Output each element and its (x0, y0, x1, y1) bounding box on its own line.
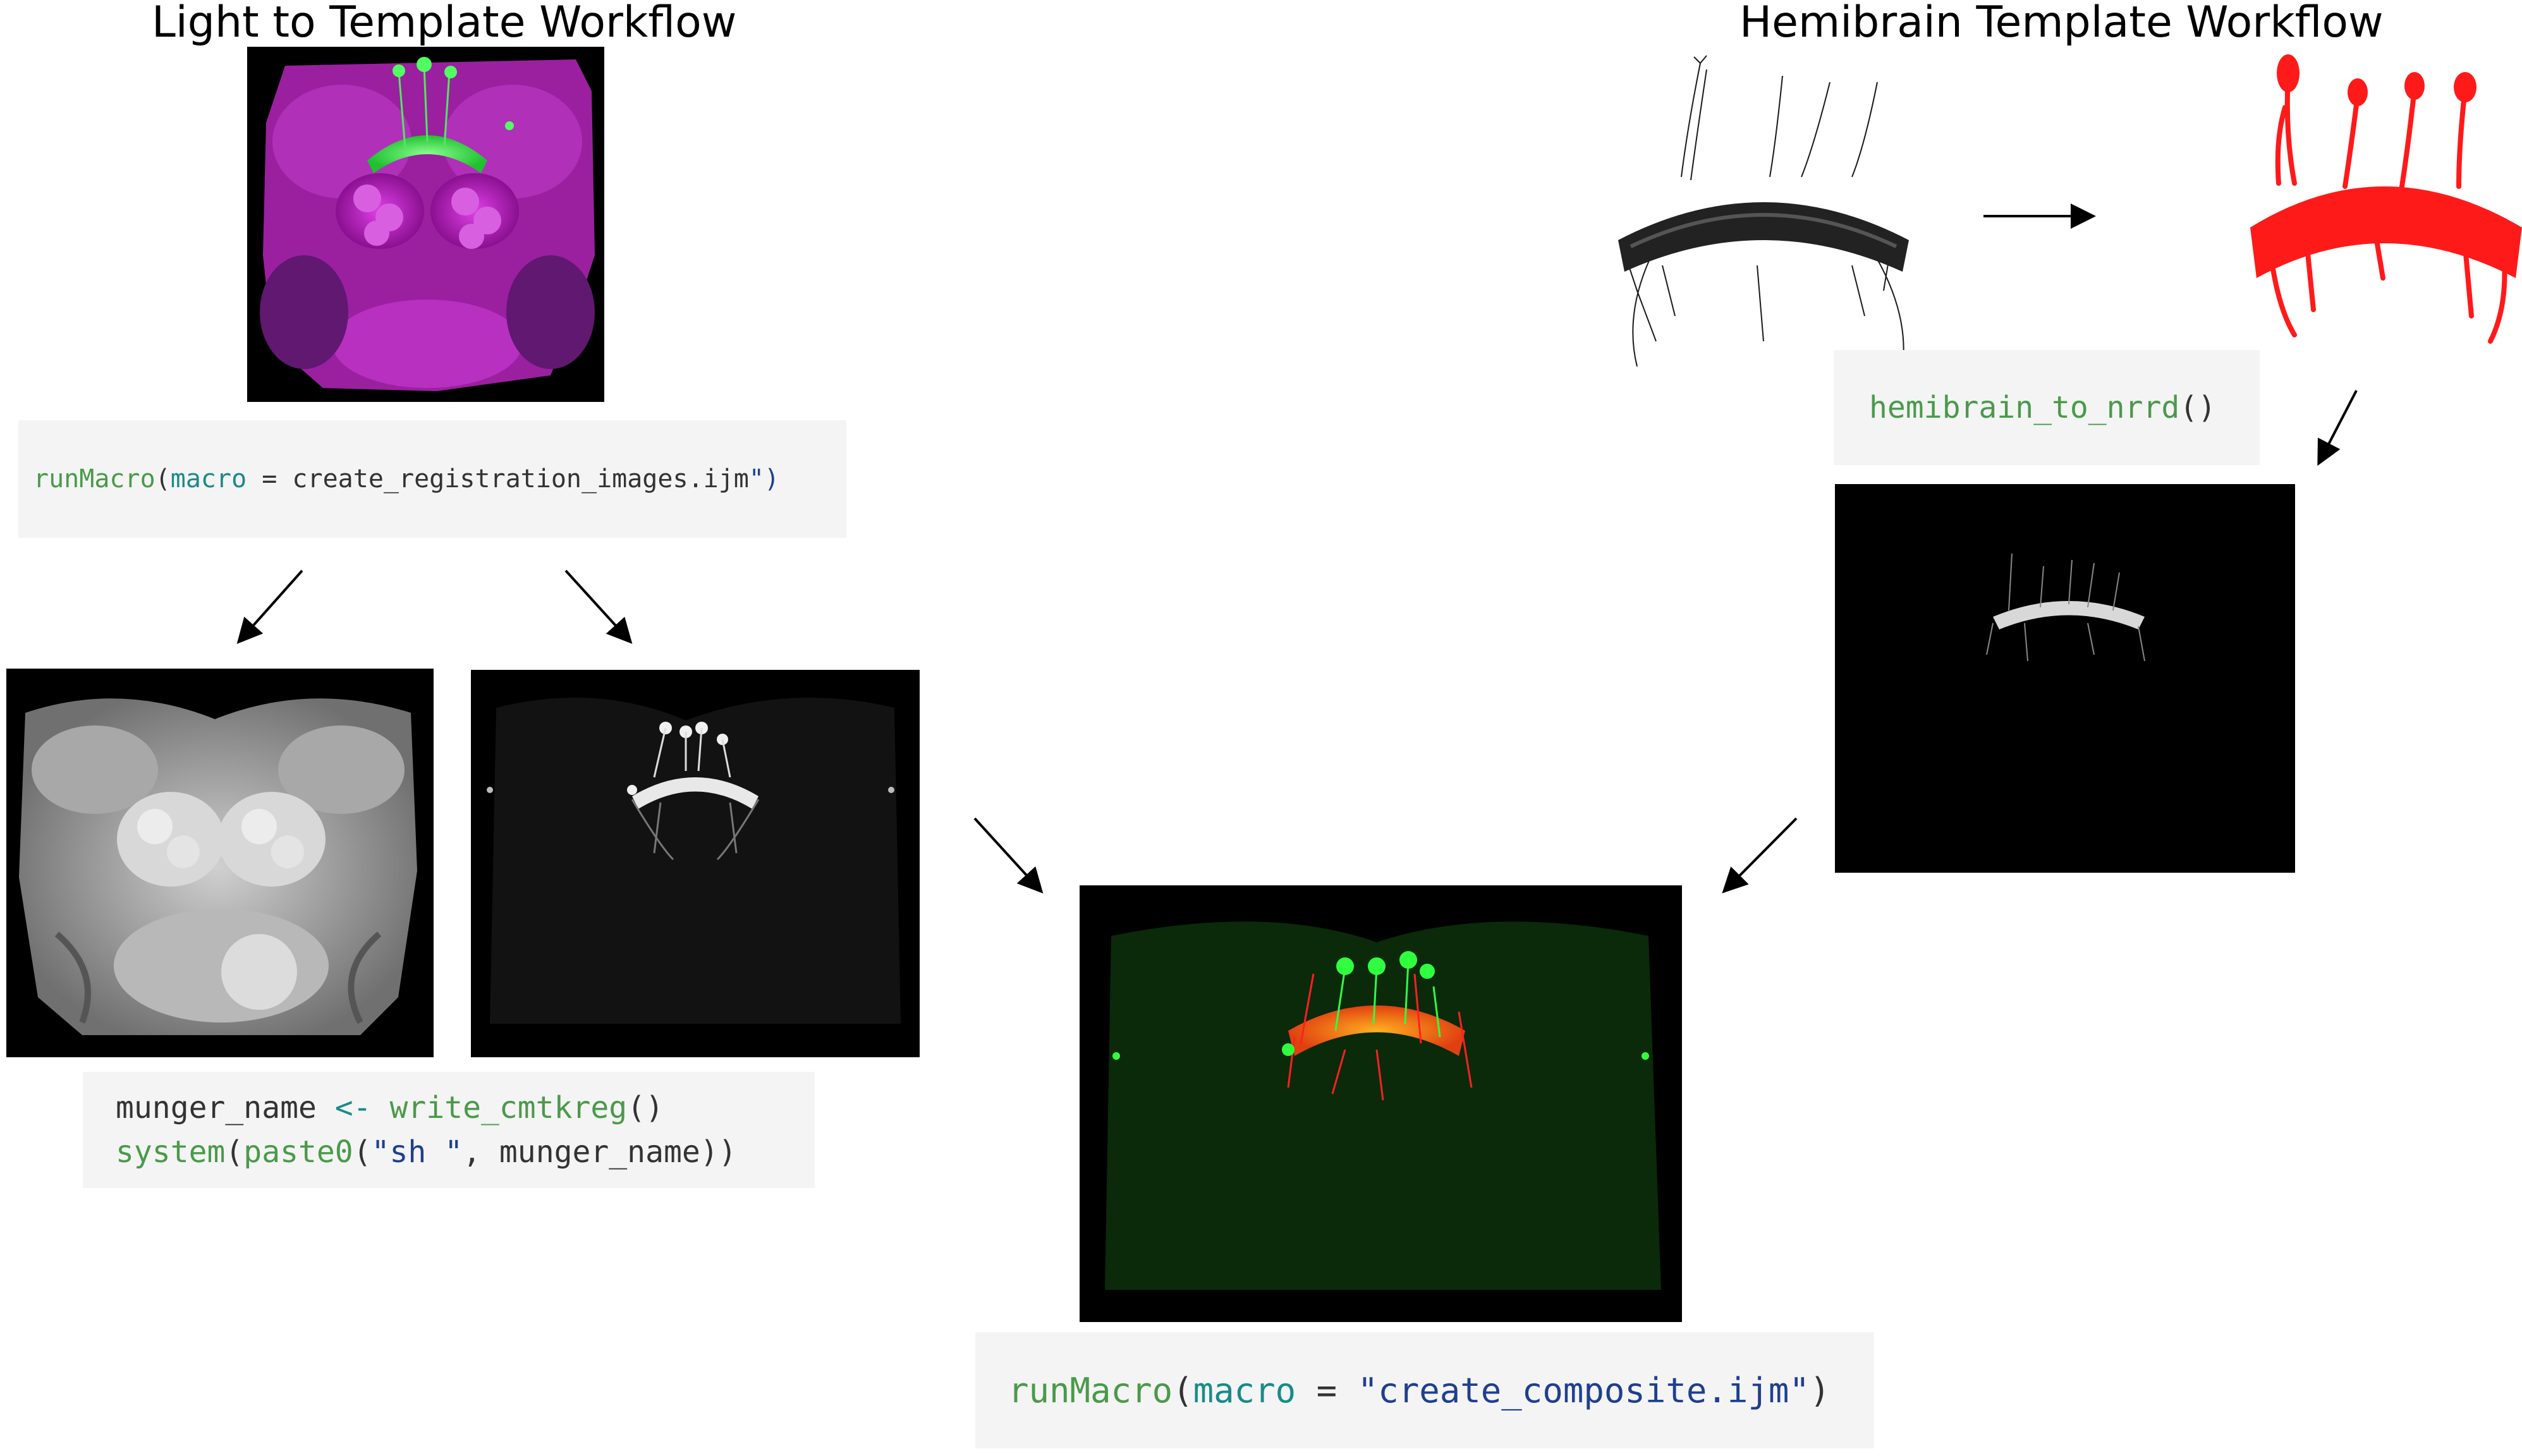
registration-macro-code: runMacro(macro = create_registration_ima… (18, 420, 846, 538)
macro-arg: macro (170, 464, 247, 494)
paste0-fn: paste0 (243, 1134, 353, 1170)
munger-code: munger_name <- write_cmtkreg() system(pa… (83, 1072, 815, 1188)
composite-file-string: "create_composite.ijm" (1357, 1370, 1810, 1410)
macro-file: create_registration_images.ijm (292, 464, 749, 494)
equals-sign: = (1296, 1370, 1358, 1410)
close-paren: ) (1809, 1370, 1831, 1410)
runmacro-fn: runMacro (1008, 1370, 1173, 1410)
system-fn: system (116, 1134, 226, 1170)
arrow-to-template (236, 569, 303, 644)
open-paren: ( (155, 464, 171, 494)
hemibrain-workflow-title: Hemibrain Template Workflow (1739, 0, 2384, 47)
write-cmtkreg-fn: write_cmtkreg (389, 1090, 628, 1125)
macro-arg: macro (1193, 1370, 1296, 1410)
composite-macro-code: runMacro(macro = "create_composite.ijm") (975, 1332, 1874, 1448)
quote-mark: " (748, 464, 764, 494)
open-paren: ( (1173, 1370, 1193, 1410)
parens: () (2179, 390, 2217, 425)
hemibrain-to-nrrd-code: hemibrain_to_nrrd() (1834, 350, 2260, 465)
neuron-grayscale-image (471, 670, 920, 1057)
open-paren: ( (353, 1134, 372, 1170)
hemibrain-to-nrrd-fn: hemibrain_to_nrrd (1869, 390, 2180, 425)
arrow-neuron-to-composite (973, 817, 1044, 894)
munger-args: , munger_name)) (463, 1134, 737, 1170)
template-brain-image (6, 669, 434, 1057)
parens: () (627, 1090, 664, 1125)
light-brain-image (247, 47, 604, 402)
composite-image (1080, 885, 1682, 1322)
arrow-to-nrrd (2317, 390, 2358, 466)
arrow-to-neuron (564, 569, 633, 644)
hemibrain-skeleton-black (1612, 51, 1915, 367)
hemibrain-skeleton-red (2250, 51, 2522, 354)
munger-var: munger_name (116, 1090, 335, 1125)
hemibrain-nrrd-image (1835, 484, 2295, 873)
assign-operator: <- (334, 1090, 390, 1125)
sh-string: "sh " (371, 1134, 463, 1170)
light-workflow-title: Light to Template Workflow (152, 0, 737, 47)
equals-sign: = (247, 464, 293, 494)
runmacro-fn: runMacro (34, 464, 155, 494)
arrow-nrrd-to-composite (1722, 817, 1798, 894)
open-paren: ( (225, 1134, 244, 1170)
close-paren: ) (764, 464, 780, 494)
